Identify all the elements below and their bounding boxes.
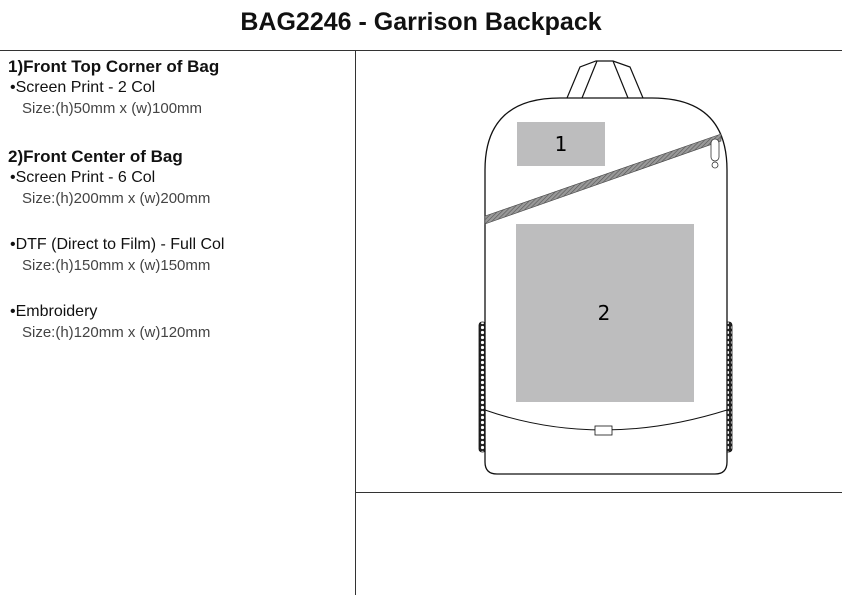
section-heading: 1)Front Top Corner of Bag xyxy=(8,57,220,76)
option-name: •Screen Print - 6 Col xyxy=(10,169,156,186)
print-options: 1)Front Top Corner of Bag •Screen Print … xyxy=(8,56,348,343)
page-title: BAG2246 - Garrison Backpack xyxy=(240,8,602,36)
divider xyxy=(355,50,356,595)
section-heading: 2)Front Center of Bag xyxy=(8,147,183,166)
section-front-top-corner: 1)Front Top Corner of Bag •Screen Print … xyxy=(8,56,348,119)
option-name: •Embroidery xyxy=(10,303,98,320)
option-size: Size:(h)150mm x (w)150mm xyxy=(22,257,211,274)
print-area-2-label: 2 xyxy=(598,301,611,325)
buckle xyxy=(594,425,613,436)
option-name: •Screen Print - 2 Col xyxy=(10,79,156,96)
option-size: Size:(h)200mm x (w)200mm xyxy=(22,190,211,207)
divider xyxy=(0,50,842,51)
zipper-pull-icon xyxy=(710,138,720,169)
section-front-center: 2)Front Center of Bag •Screen Print - 6 … xyxy=(8,146,348,343)
option-size: Size:(h)120mm x (w)120mm xyxy=(22,324,211,341)
print-area-1 xyxy=(517,122,605,166)
print-area-1-label: 1 xyxy=(555,132,568,156)
divider xyxy=(355,492,842,493)
option-name: •DTF (Direct to Film) - Full Col xyxy=(10,236,225,253)
zipper xyxy=(484,133,722,225)
option-size: Size:(h)50mm x (w)100mm xyxy=(22,100,203,117)
handle xyxy=(566,60,644,99)
print-area-2 xyxy=(516,224,694,402)
